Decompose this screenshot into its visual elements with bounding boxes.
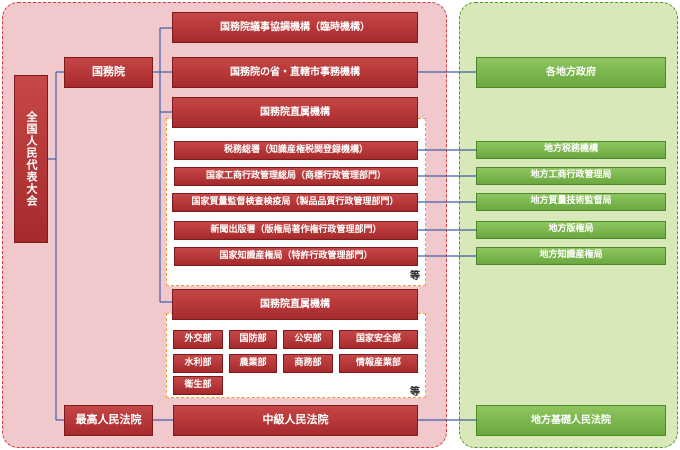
- npc-box: 全国人民代表大会: [14, 75, 48, 243]
- local-agency-box: 地方質量技術監督局: [476, 193, 666, 211]
- local-agency-box: 地方税務機構: [476, 141, 666, 159]
- local-government-box: 各地方政府: [476, 57, 666, 88]
- etc-label: 等: [410, 387, 420, 398]
- ministry-box: 商務部: [283, 354, 333, 373]
- basic-court-box: 地方基礎人民法院: [476, 405, 666, 436]
- direct-agency-box: 新聞出版署（版権局著作権行政管理部門）: [174, 221, 418, 240]
- coordination-box: 国務院議事協調機構（臨時機構）: [172, 12, 418, 43]
- local-agency-box: 地方版権局: [476, 221, 666, 239]
- ministry-box: 公安部: [283, 330, 333, 349]
- ministry-box: 国防部: [229, 330, 277, 349]
- direct-agency-box: 国家知識産権局（特許行政管理部門）: [174, 247, 418, 266]
- ministry-box: 外交部: [173, 330, 223, 349]
- ministry-box: 国家安全部: [339, 330, 418, 349]
- etc-label: 等: [410, 271, 420, 282]
- provincial-offices-box: 国務院の省・直轄市事務機構: [172, 57, 418, 88]
- direct-agency-box: 国家工商行政管理総局（商標行政管理部門）: [174, 167, 418, 186]
- supreme-court-box: 最高人民法院: [64, 405, 153, 436]
- local-agency-box: 地方工商行政管理局: [476, 167, 666, 185]
- intermediate-court-box: 中級人民法院: [173, 405, 418, 436]
- ministry-box: 水利部: [173, 354, 223, 373]
- direct-org-box-1: 国務院直属機構: [172, 97, 418, 128]
- direct-agency-box: 国家質量監督検査検疫局（製品品質行政管理部門）: [172, 193, 418, 212]
- ministry-box: 農業部: [229, 354, 277, 373]
- direct-org-box-2: 国務院直属機構: [172, 289, 418, 320]
- direct-agency-box: 税務総署（知識産権税関登録機構）: [174, 141, 418, 160]
- state-council-box: 国務院: [64, 57, 153, 88]
- local-agency-box: 地方知識産権局: [476, 247, 666, 265]
- ministry-box: 情報産業部: [339, 354, 418, 373]
- ministry-box: 衛生部: [173, 376, 223, 395]
